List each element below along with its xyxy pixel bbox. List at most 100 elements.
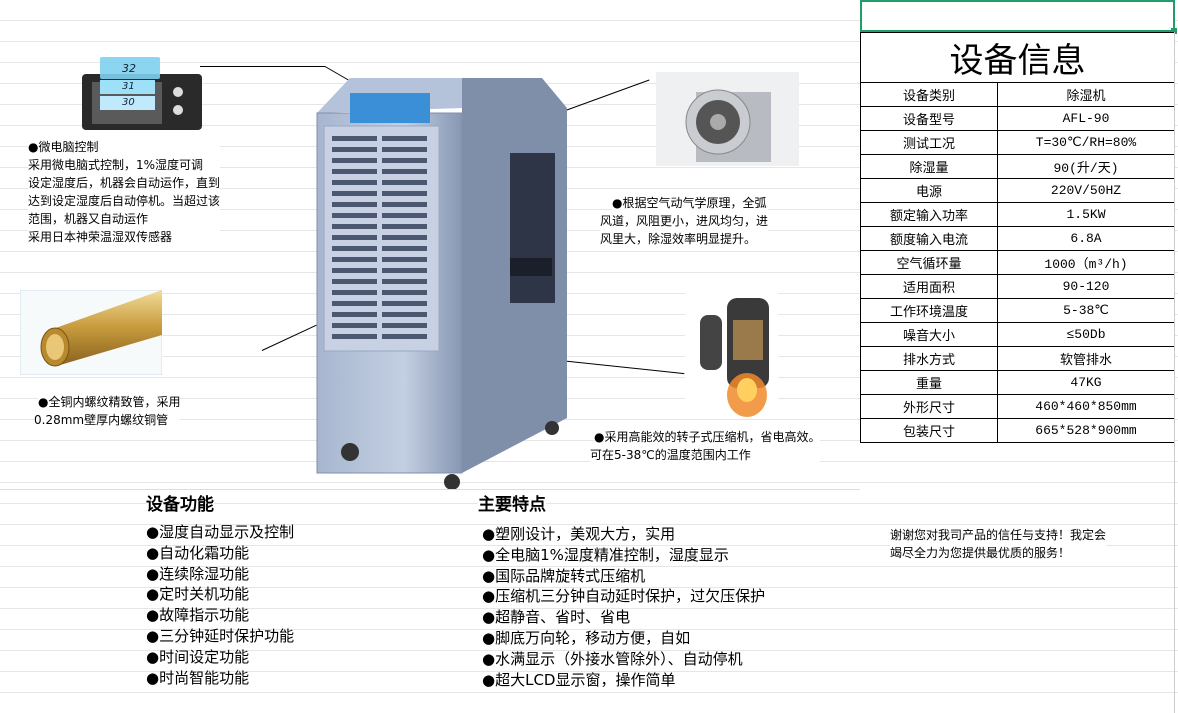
louver-slat — [332, 235, 377, 240]
spec-label: 电源 — [860, 178, 998, 203]
list-item: ●湿度自动显示及控制 — [146, 523, 295, 541]
louver-slat — [332, 213, 377, 218]
spec-label: 外形尺寸 — [860, 394, 998, 419]
spec-label: 设备型号 — [860, 106, 998, 131]
spec-row: 噪音大小≤50Db — [860, 322, 1175, 347]
louver-slat — [332, 180, 377, 185]
spec-value: T=30℃/RH=80% — [997, 130, 1175, 155]
fan-image — [656, 72, 799, 166]
spec-value: 220V/50HZ — [997, 178, 1175, 203]
callout-line: ●全铜内螺纹精致管，采用 — [38, 393, 181, 411]
list-item: ●超静音、省时、省电 — [482, 608, 631, 627]
louver-slat — [332, 224, 377, 229]
louver-slat — [332, 257, 377, 262]
lcd-reading: 31 — [122, 81, 135, 92]
compressor-callout: ●采用高能效的转子式压缩机，省电高效。 可在5-38℃的温度范围内工作 — [590, 428, 821, 464]
spec-value: ≤50Db — [997, 322, 1175, 347]
spec-label: 额度输入电流 — [860, 226, 998, 251]
spec-table-title: 设备信息 — [860, 32, 1175, 83]
spec-value: 90(升/天) — [997, 154, 1175, 179]
louver-slat — [332, 323, 377, 328]
spec-value: AFL-90 — [997, 106, 1175, 131]
louver-slat — [382, 169, 427, 174]
callout-line: 范围，机器又自动运作 — [28, 210, 221, 228]
louver-slat — [382, 191, 427, 196]
functions-list: ●湿度自动显示及控制●自动化霜功能●连续除湿功能●定时关机功能●故障指示功能●三… — [146, 522, 294, 688]
louver-slat — [382, 202, 427, 207]
compressor-image — [685, 290, 778, 418]
callout-line: 达到设定湿度后自动停机。当超过该 — [28, 192, 221, 210]
list-item: ●脚底万向轮，移动方便，自如 — [482, 628, 691, 647]
spec-row: 排水方式软管排水 — [860, 346, 1175, 371]
spec-label: 额定输入功率 — [860, 202, 998, 227]
list-item: ●自动化霜功能 — [146, 543, 250, 562]
list-item: ●定时关机功能 — [146, 585, 250, 604]
louver-slat — [332, 334, 377, 339]
leader-line — [200, 66, 325, 67]
list-item: ●故障指示功能 — [146, 606, 250, 625]
louver-slat — [382, 290, 427, 295]
louver-slat — [332, 147, 377, 152]
callout-line: ●采用高能效的转子式压缩机，省电高效。 — [594, 428, 821, 446]
thanks-line: 竭尽全力为您提供最优质的服务！ — [890, 544, 1107, 562]
spec-value: 47KG — [997, 370, 1175, 395]
spec-label: 重量 — [860, 370, 998, 395]
list-item: ●水满显示（外接水管除外）、自动停机 — [482, 649, 743, 668]
spec-row: 设备类别除湿机 — [860, 82, 1175, 107]
louver-slat — [332, 202, 377, 207]
spec-label: 设备类别 — [860, 82, 998, 107]
spec-label: 除湿量 — [860, 154, 998, 179]
louver-slat — [382, 279, 427, 284]
spec-value: 460*460*850mm — [997, 394, 1175, 419]
louver-slat — [382, 224, 427, 229]
spec-label: 适用面积 — [860, 274, 998, 299]
louver-slat — [332, 191, 377, 196]
spec-value: 5-38℃ — [997, 298, 1175, 323]
louver-slat — [382, 257, 427, 262]
spec-value: 90-120 — [997, 274, 1175, 299]
features-list: ●塑刚设计，美观大方，实用●全电脑1%湿度精准控制，湿度显示●国际品牌旋转式压缩… — [482, 524, 765, 690]
louver-slat — [382, 312, 427, 317]
control-callout: ●微电脑控制 采用微电脑式控制，1%湿度可调 设定湿度后，机器会自动运作，直到 … — [28, 138, 221, 246]
callout-line: 设定湿度后，机器会自动运作，直到 — [28, 174, 221, 192]
spec-value: 除湿机 — [997, 82, 1175, 107]
callout-line: 采用日本神荣温湿双传感器 — [28, 228, 221, 246]
divider — [1174, 32, 1175, 713]
list-item: ●塑刚设计，美观大方，实用 — [482, 525, 676, 543]
louver-slat — [332, 312, 377, 317]
louver-slat — [332, 290, 377, 295]
spec-value: 1000（m³/h) — [997, 250, 1175, 275]
spec-value: 665*528*900mm — [997, 418, 1175, 443]
louver-slat — [332, 169, 377, 174]
spec-label: 工作环境温度 — [860, 298, 998, 323]
callout-line: 0.28mm壁厚内螺纹铜管 — [34, 411, 181, 429]
callout-line: ●根据空气动气学原理，全弧 — [612, 194, 769, 212]
divider — [0, 489, 860, 490]
louver-slat — [382, 246, 427, 251]
list-item: ●压缩机三分钟自动延时保护，过欠压保护 — [482, 587, 766, 606]
louver-slat — [382, 334, 427, 339]
spec-label: 测试工况 — [860, 130, 998, 155]
louver-slat — [382, 136, 427, 141]
spec-label: 空气循环量 — [860, 250, 998, 275]
list-item: ●三分钟延时保护功能 — [146, 626, 295, 645]
louver-slat — [382, 180, 427, 185]
spec-value: 6.8A — [997, 226, 1175, 251]
louver-slat — [382, 158, 427, 163]
louver-slat — [332, 246, 377, 251]
fan-callout: ●根据空气动气学原理，全弧 风道，风阻更小，进风均匀，进 风里大，除湿效率明显提… — [600, 194, 769, 248]
list-item: ●时间设定功能 — [146, 647, 250, 666]
louver-slat — [382, 235, 427, 240]
lcd-reading: 32 — [122, 62, 136, 75]
selected-cell[interactable] — [860, 0, 1177, 34]
louver-slat — [332, 158, 377, 163]
